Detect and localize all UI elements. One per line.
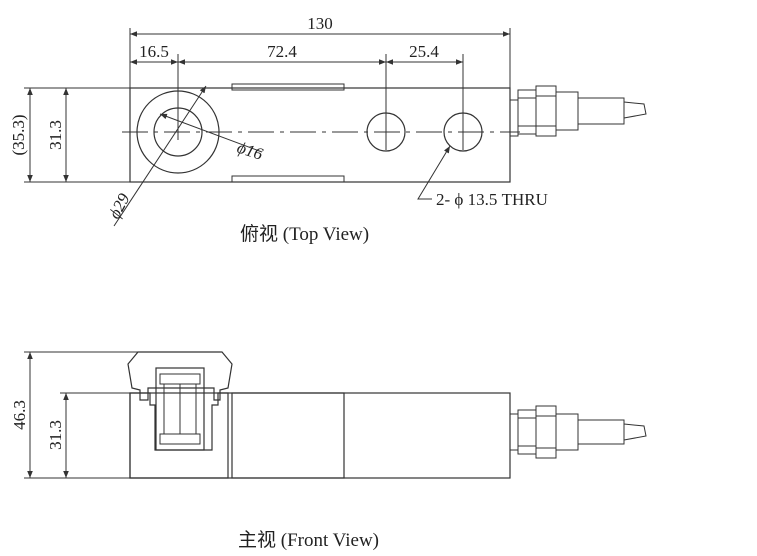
top-view: 130 16.5 72.4 25.4 (35.3) 31.3 ϕ16 ϕ29 2…: [9, 14, 647, 245]
label-thru-holes: 2- ϕ 13.5 THRU: [436, 190, 548, 209]
front-body: [129, 392, 511, 479]
dim-hole-spacing: 72.4: [267, 42, 297, 61]
connector-front: [509, 405, 647, 459]
dim-body-height-front: 31.3: [46, 420, 65, 450]
dim-left-to-hole: 16.5: [139, 42, 169, 61]
top-view-caption: 俯视 (Top View): [240, 223, 369, 245]
dim-body-height-top: 31.3: [46, 120, 65, 150]
dim-outer-height: (35.3): [9, 114, 28, 155]
top-slot-lower: [231, 175, 345, 183]
leader-thru-holes: [417, 145, 451, 200]
leader-bore-large: [113, 85, 207, 227]
front-hatch-block: [231, 392, 345, 479]
front-cap: [127, 351, 233, 401]
dim-mount-spacing: 25.4: [409, 42, 439, 61]
front-view: 46.3 31.3 主视 (Front View): [10, 351, 647, 551]
top-slot-upper: [231, 83, 345, 91]
label-bore-large: ϕ29: [105, 190, 134, 222]
leader-bore-small: [159, 113, 263, 153]
front-bearing: [155, 367, 205, 451]
front-view-caption: 主视 (Front View): [238, 529, 379, 551]
connector-top: [509, 85, 647, 137]
top-body: [129, 87, 511, 183]
dim-total-height: 46.3: [10, 400, 29, 430]
label-bore-small: ϕ16: [235, 138, 266, 164]
front-section-left: [129, 392, 229, 479]
dim-overall-length: 130: [307, 14, 333, 33]
